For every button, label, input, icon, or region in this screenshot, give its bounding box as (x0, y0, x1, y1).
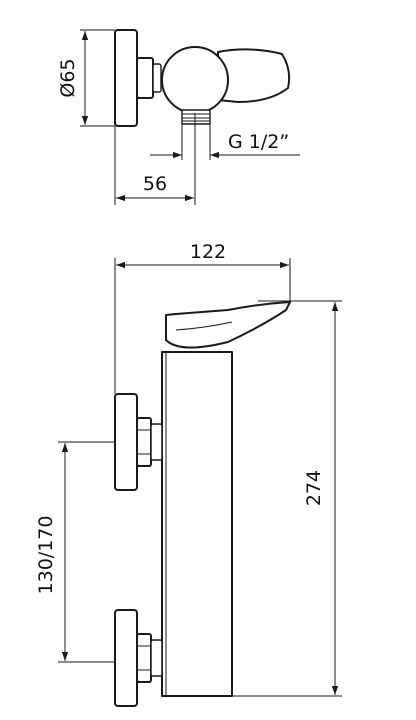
diameter-label: Ø65 (57, 58, 79, 97)
front-upper-connector (114, 393, 163, 491)
lower-connection-ring (150, 639, 163, 677)
upper-connection-ring (150, 423, 163, 461)
depth-label: 56 (143, 173, 167, 195)
upper-wall-flange (114, 393, 138, 491)
width-label: 122 (190, 241, 226, 263)
upper-connection-nut (136, 417, 152, 467)
height-label: 274 (303, 470, 325, 506)
height-dimension: 274 (232, 300, 342, 697)
front-mixer-body (161, 351, 233, 697)
lower-wall-flange (114, 609, 138, 707)
thread-label: G 1/2” (228, 131, 289, 153)
front-lower-connector (114, 609, 163, 707)
top-view: Ø65 G 1/2” 56 (57, 29, 300, 205)
top-mixer-body (161, 46, 229, 114)
top-hose-outlet (181, 109, 211, 125)
top-lever-handle (217, 48, 291, 103)
diameter-dimension: Ø65 (57, 29, 115, 127)
depth-dimension: 56 (114, 113, 196, 205)
lower-connection-nut (136, 633, 152, 683)
spacing-dimension: 130/170 (35, 441, 115, 663)
width-dimension: 122 (114, 241, 291, 394)
spacing-label: 130/170 (35, 516, 57, 595)
front-lever-edge (175, 321, 233, 331)
front-lever-handle (165, 301, 291, 349)
front-view: 122 274 130/170 (35, 241, 342, 707)
top-connection-nut (136, 57, 154, 99)
top-thread-lines (182, 113, 210, 122)
thread-dimension: G 1/2” (150, 124, 300, 160)
top-connection-ring (152, 63, 162, 93)
top-outlet-thread (181, 109, 211, 125)
top-wall-flange (114, 29, 138, 127)
